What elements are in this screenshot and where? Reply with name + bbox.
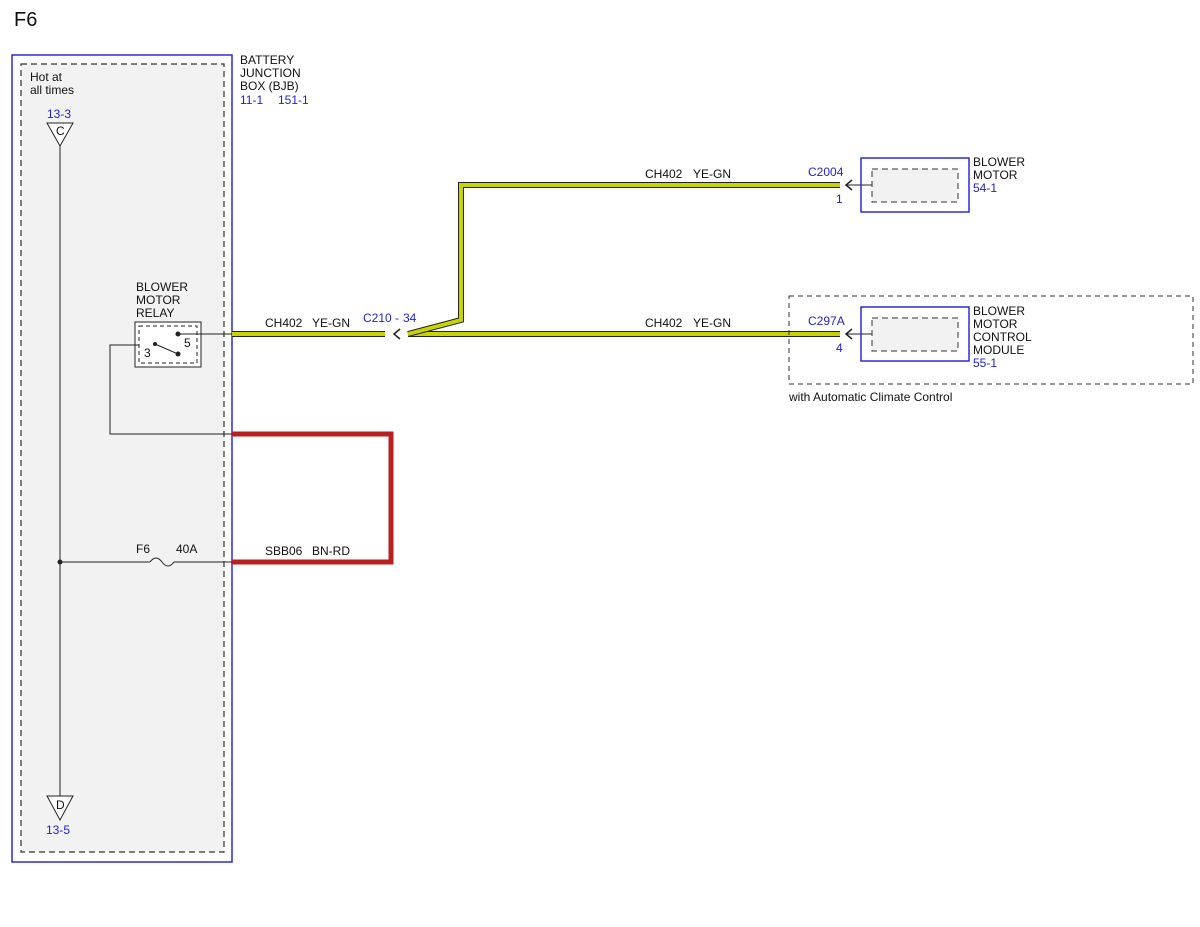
splice-arrow-icon	[392, 328, 401, 340]
module-name-line-3: CONTROL	[973, 330, 1032, 344]
blower-motor-relay[interactable]	[134, 321, 202, 368]
module-name-line-2: MOTOR	[973, 317, 1018, 331]
motor-name-line-1: BLOWER	[973, 155, 1025, 169]
bjb-name-line-2: JUNCTION	[240, 66, 301, 80]
module-name-line-1: BLOWER	[973, 304, 1025, 318]
wire-ch402-to-motor[interactable]	[407, 182, 840, 337]
wire-sbb06-color: BN-RD	[312, 544, 350, 558]
bjb-ref-link[interactable]: 151-1	[278, 93, 309, 107]
blower-motor-outline	[860, 157, 970, 213]
page-title: F6	[14, 9, 37, 31]
relay-name-line-1: BLOWER	[136, 280, 188, 294]
wire-to-motor-circuit: CH402	[645, 167, 683, 181]
bjb-ref-link[interactable]: 11-1	[240, 93, 263, 107]
relay-name-line-2: MOTOR	[136, 293, 181, 307]
motor-ref-link[interactable]: 54-1	[973, 181, 997, 195]
wire-sbb06-circuit: SBB06	[265, 544, 303, 558]
hot-at-label: Hot at	[30, 70, 63, 84]
motor-pin: 1	[836, 192, 843, 206]
relay-outer-box	[134, 321, 202, 368]
relay-pin-out: 5	[184, 336, 191, 350]
relay-input-line	[109, 344, 232, 435]
module-connector-link[interactable]: C297A	[808, 314, 845, 328]
bjb-outline	[11, 54, 233, 863]
module-pin: 4	[836, 341, 843, 355]
relay-switch-arm-icon	[154, 343, 179, 355]
bjb-inner	[20, 63, 225, 853]
connector-d-triangle-icon	[46, 795, 74, 822]
blower-motor-inner	[871, 168, 959, 203]
top-connector-ref-link[interactable]: 13-3	[47, 107, 71, 121]
control-module-component[interactable]	[860, 306, 970, 362]
fuse-rating: 40A	[176, 542, 197, 556]
wire-to-module-circuit: CH402	[645, 316, 683, 330]
motor-connector-link[interactable]: C2004	[808, 165, 844, 179]
relay-pin-in: 3	[144, 346, 151, 360]
wire-relay-out-color: YE-GN	[312, 316, 350, 330]
bjb-name-line-1: BATTERY	[240, 53, 294, 67]
control-module-inner	[871, 317, 959, 352]
bottom-connector-ref-link[interactable]: 13-5	[46, 823, 70, 837]
hot-at-label: all times	[30, 83, 74, 97]
splice-pin: 34	[403, 311, 417, 325]
motor-name-line-2: MOTOR	[973, 168, 1018, 182]
module-ref-link[interactable]: 55-1	[973, 356, 997, 370]
wire-relay-out-circuit: CH402	[265, 316, 303, 330]
module-name-line-4: MODULE	[973, 343, 1024, 357]
wire-edge	[407, 182, 840, 337]
splice-separator: -	[395, 311, 399, 325]
relay-contact-dot	[175, 351, 181, 357]
connector-c-letter: C	[56, 124, 65, 138]
wire-fill	[407, 183, 840, 336]
control-module-outline	[860, 306, 970, 362]
wire-to-motor-color: YE-GN	[693, 167, 731, 181]
wire-to-module-color: YE-GN	[693, 316, 731, 330]
battery-junction-box[interactable]	[11, 54, 233, 863]
option-label: with Automatic Climate Control	[788, 390, 952, 404]
fuse-symbol-icon	[149, 557, 175, 567]
blower-motor-component[interactable]	[860, 157, 970, 213]
fuse-id: F6	[136, 542, 150, 556]
wire-sbb06[interactable]	[232, 431, 394, 565]
option-boundary	[788, 295, 1194, 385]
splice-connector-link[interactable]: C210	[363, 311, 392, 325]
bjb-name-line-3: BOX (BJB)	[240, 79, 299, 93]
connector-c-triangle-icon	[46, 122, 74, 148]
relay-name-line-3: RELAY	[136, 306, 174, 320]
connector-d-letter: D	[56, 798, 65, 812]
